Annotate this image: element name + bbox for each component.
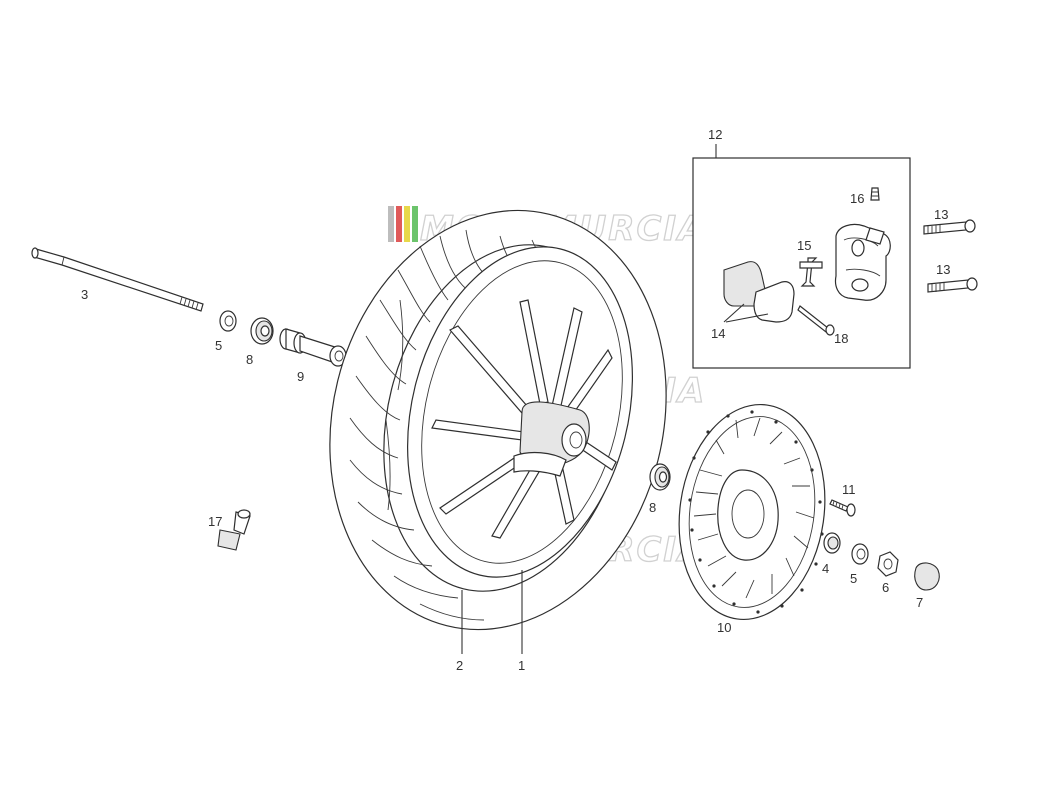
- callout-bearing-right: 8: [649, 500, 656, 515]
- callout-disc-screw: 11: [842, 482, 856, 497]
- watermark-stripe-grey: [388, 206, 394, 242]
- callout-cap: 7: [916, 595, 923, 610]
- callout-bearing-left: 8: [246, 352, 253, 367]
- spacer-right-part: [823, 532, 841, 554]
- bearing-right-part: [649, 463, 671, 491]
- callout-brake-disc: 10: [717, 620, 731, 635]
- callout-tyre: 2: [456, 658, 463, 673]
- tyre-valve-part: [217, 509, 251, 551]
- cap-part: [914, 562, 940, 591]
- bleed-valve-part: [870, 187, 880, 201]
- wheel-rim-part: [407, 246, 633, 578]
- disc-screw-part: [829, 499, 856, 517]
- nut-part: [877, 551, 899, 577]
- axle-part: [31, 247, 204, 312]
- callout-caliper-bolt-top: 13: [934, 207, 948, 222]
- leader-lines: [461, 144, 769, 654]
- callout-caliper-kit: 12: [708, 127, 722, 142]
- brake-pads-part: [723, 261, 795, 323]
- callout-bleed-valve: 16: [850, 191, 864, 206]
- callout-pad-pin: 18: [834, 331, 848, 346]
- callout-brake-pads: 14: [711, 326, 725, 341]
- caliper-part: [834, 223, 891, 301]
- callout-wheel-rim: 1: [518, 658, 525, 673]
- spacer-left-part: [279, 328, 347, 367]
- caliper-bolt-bottom-part: [927, 277, 978, 293]
- watermark-stripe-green: [412, 206, 418, 242]
- callout-spacer-left: 9: [297, 369, 304, 384]
- callout-axle: 3: [81, 287, 88, 302]
- bearing-left-part: [250, 317, 274, 345]
- pad-pin-part: [797, 305, 835, 336]
- washer-left-part: [219, 310, 237, 332]
- callout-labels: 1 2 3 4 5 5 6 7 8 8 9 10 11 12 13 13 14 …: [81, 127, 950, 673]
- pad-spring-part: [799, 257, 823, 287]
- callout-nut: 6: [882, 580, 889, 595]
- callout-caliper-bolt-bottom: 13: [936, 262, 950, 277]
- callout-washer-right: 5: [850, 571, 857, 586]
- callout-spacer-right: 4: [822, 561, 829, 576]
- watermark-stripe-red: [396, 206, 402, 242]
- callout-pad-spring: 15: [797, 238, 811, 253]
- washer-right-part: [851, 543, 869, 565]
- caliper-bolt-top-part: [923, 219, 976, 235]
- watermark-stripe-yellow: [404, 206, 410, 242]
- brake-disc-part: [678, 403, 826, 621]
- callout-washer-left: 5: [215, 338, 222, 353]
- callout-tyre-valve: 17: [208, 514, 222, 529]
